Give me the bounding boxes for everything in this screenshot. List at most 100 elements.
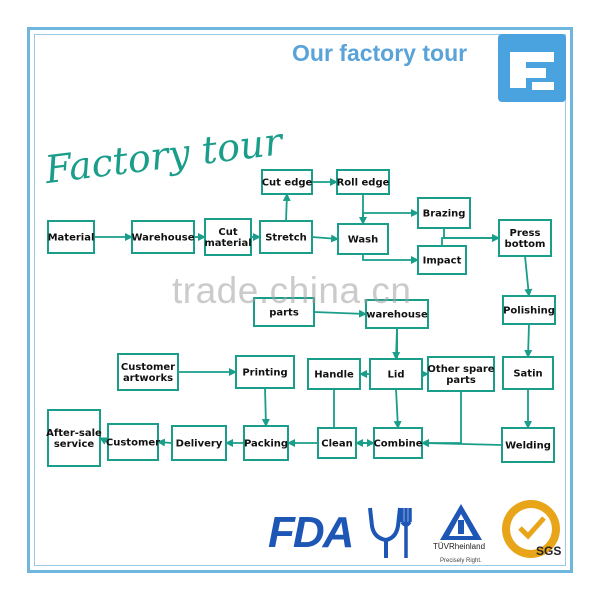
node-label: Lid (388, 370, 405, 381)
node-box (171, 425, 227, 461)
edge-delivery-to-customer (157, 438, 173, 447)
node-polishing: Polishing (502, 295, 556, 325)
inner-frame (34, 34, 566, 566)
node-label: Stretch (265, 233, 307, 244)
node-label: service (54, 439, 95, 450)
edge-other-spare-parts-to-combine (421, 391, 462, 447)
node-box (117, 353, 179, 391)
node-label: Material (48, 233, 95, 244)
node-label: Welding (505, 441, 551, 452)
node-box (131, 220, 195, 254)
node-label: Packing (244, 439, 288, 450)
node-label: Cut edge (262, 178, 313, 189)
node-material: Material (47, 220, 95, 254)
node-label: Printing (242, 368, 287, 379)
node-box (427, 356, 495, 392)
edge-lid-to-combine (393, 388, 402, 429)
node-label: Cut (218, 227, 237, 238)
node-box (107, 423, 159, 461)
node-combine: Combine (373, 427, 423, 459)
sgs-seal-icon (502, 500, 560, 558)
node-label: warehouse (366, 310, 428, 321)
watermark-text: trade.china.cn (172, 270, 412, 311)
edge-printing-to-packing (261, 387, 270, 427)
node-box (337, 223, 389, 255)
edge-impact-to-press-bottom (441, 234, 500, 246)
food-safe-icon (368, 507, 412, 558)
edge-brazing-to-press-bottom (443, 228, 500, 242)
node-box (502, 295, 556, 325)
node-satin: Satin (502, 356, 554, 390)
node-box (417, 245, 467, 275)
node-label: Combine (373, 439, 422, 450)
node-label: Press (510, 228, 541, 239)
node-label: material (204, 238, 251, 249)
node-label: Customer (121, 362, 175, 373)
node-lid: Lid (369, 358, 423, 390)
node-box (259, 220, 313, 254)
node-box (243, 425, 289, 461)
company-logo-icon (498, 34, 566, 102)
node-box (204, 218, 252, 256)
node-label: Warehouse (132, 233, 195, 244)
node-printing: Printing (235, 355, 295, 389)
node-label: Roll edge (337, 178, 390, 189)
edge-parts-to-warehouse-2 (313, 309, 367, 318)
node-box (373, 427, 423, 459)
node-box (502, 356, 554, 390)
edge-stretch-to-cut-edge (282, 193, 291, 222)
node-box (47, 220, 95, 254)
node-box (47, 409, 101, 467)
node-warehouse-2: warehouse (365, 299, 429, 329)
node-box (235, 355, 295, 389)
sgs-label: SGS (536, 544, 562, 558)
node-label: Clean (321, 439, 352, 450)
page-title: Our factory tour (292, 40, 468, 66)
node-label: Other spare (427, 364, 494, 375)
tuv-triangle-icon (440, 504, 482, 540)
node-wash: Wash (337, 223, 389, 255)
node-handle: Handle (307, 358, 361, 390)
node-box (261, 169, 313, 195)
node-label: parts (446, 375, 476, 386)
edge-polishing-to-satin (524, 323, 533, 358)
tuv-label: TÜVRheinland (433, 542, 486, 551)
flow-edges (94, 178, 533, 448)
node-customer: Customer (106, 423, 160, 461)
edge-wash-to-impact (362, 254, 419, 264)
node-label: After-sale (46, 428, 102, 439)
node-box (501, 427, 555, 463)
node-cut-edge: Cut edge (261, 169, 313, 195)
node-label: bottom (505, 239, 546, 250)
node-label: Delivery (176, 439, 223, 450)
node-roll-edge: Roll edge (336, 169, 390, 195)
node-parts: parts (253, 297, 315, 327)
node-label: Customer (106, 438, 160, 449)
node-box (498, 219, 552, 257)
node-warehouse: Warehouse (131, 220, 195, 254)
node-brazing: Brazing (417, 197, 471, 229)
node-box (369, 358, 423, 390)
node-label: Handle (314, 370, 354, 381)
node-box (417, 197, 471, 229)
node-clean: Clean (317, 427, 357, 459)
node-label: Satin (513, 369, 542, 380)
node-packing: Packing (243, 425, 289, 461)
tuv-slogan: Precisely Right. (440, 558, 482, 564)
node-impact: Impact (417, 245, 467, 275)
node-box (317, 427, 357, 459)
edge-press-bottom-to-polishing (524, 255, 533, 297)
node-delivery: Delivery (171, 425, 227, 461)
node-label: Impact (423, 256, 462, 267)
node-label: Brazing (423, 209, 466, 220)
edge-customer-to-after-sale-service (99, 437, 109, 445)
node-label: artworks (123, 373, 173, 384)
node-box (336, 169, 390, 195)
node-welding: Welding (501, 427, 555, 463)
node-box (365, 299, 429, 329)
